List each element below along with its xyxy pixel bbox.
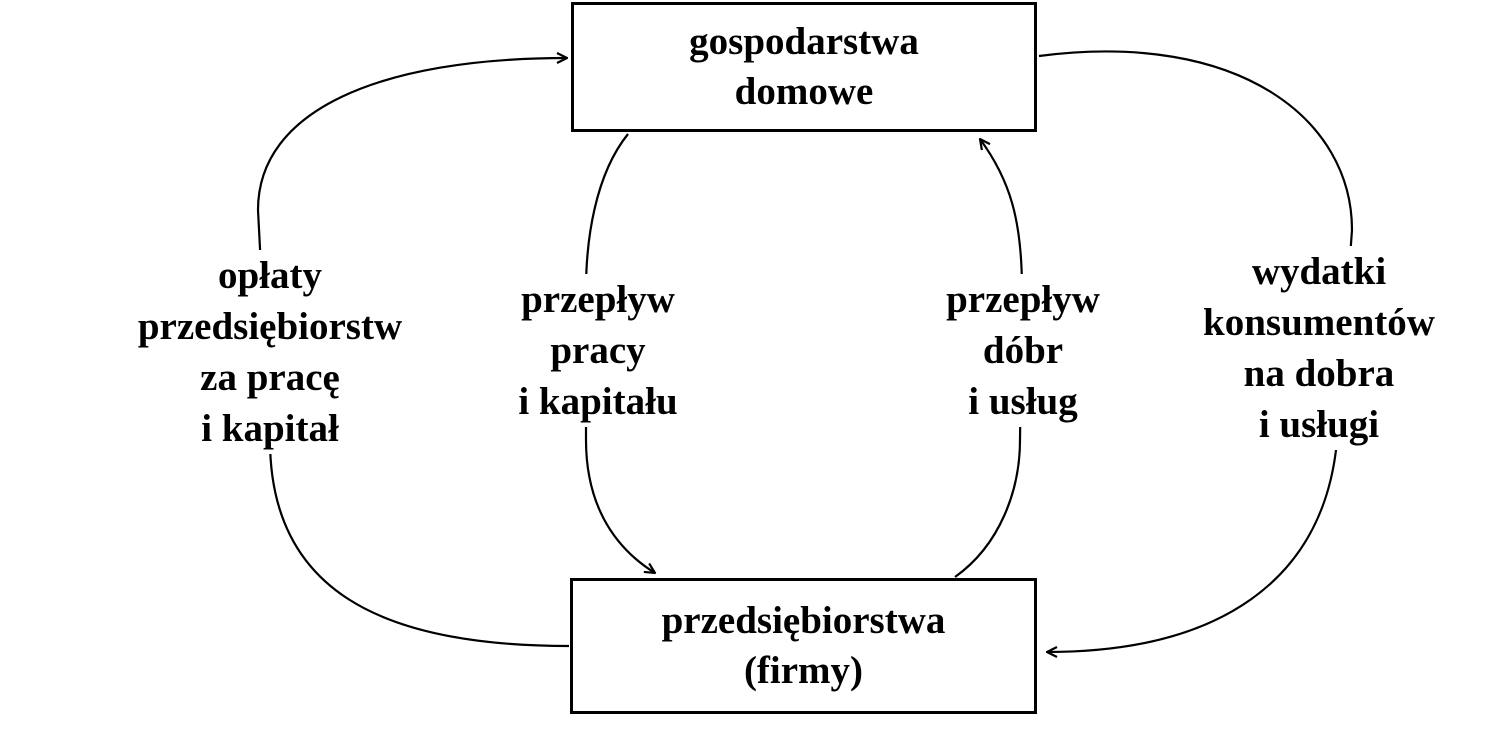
payments-label-line4: i kapitał [201, 407, 339, 450]
goods-flow-label: przepływ dóbr i usług [924, 274, 1122, 427]
firms-node-line1: przedsiębiorstwa [661, 599, 946, 642]
firms-node-line2: (firmy) [743, 649, 864, 692]
goods-label-line2: dóbr [982, 329, 1064, 372]
households-node-line1: gospodarstwa [689, 20, 919, 63]
labor-label-line2: pracy [550, 329, 646, 372]
labor-flow-label: przepływ pracy i kapitału [496, 274, 700, 427]
labor-label-line3: i kapitału [518, 380, 678, 423]
goods-label-line1: przepływ [946, 278, 1100, 321]
payments-label-line1: opłaty [217, 254, 322, 297]
payments-label-line2: przedsiębiorstw [137, 305, 403, 348]
labor-label-line1: przepływ [521, 278, 675, 321]
households-node-line2: domowe [734, 70, 874, 113]
spending-label-line3: na dobra [1243, 352, 1395, 395]
spending-flow-label: wydatki konsumentów na dobra i usługi [1172, 246, 1466, 450]
spending-label-line2: konsumentów [1203, 301, 1435, 344]
spending-label-line4: i usługi [1258, 403, 1380, 446]
payments-label-line3: za pracę [200, 356, 340, 399]
goods-label-line3: i usług [968, 380, 1078, 423]
households-node: gospodarstwa domowe [571, 2, 1037, 132]
firms-node: przedsiębiorstwa (firmy) [570, 578, 1037, 714]
payments-flow-label: opłaty przedsiębiorstw za pracę i kapita… [108, 250, 432, 454]
spending-flow-arrow [1038, 50, 1354, 652]
spending-label-line1: wydatki [1251, 250, 1387, 293]
